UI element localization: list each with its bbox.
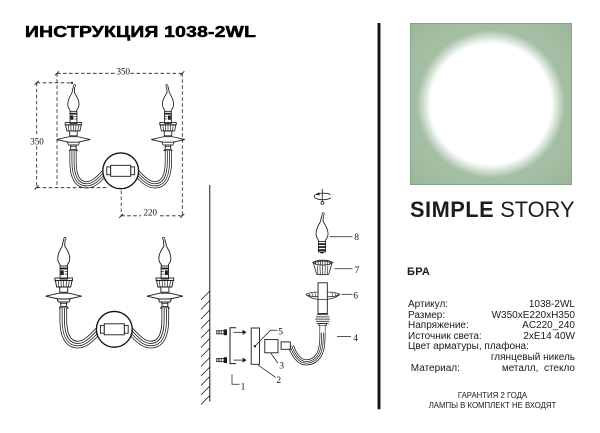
svg-text:6: 6 (353, 292, 358, 302)
svg-text:350: 350 (30, 136, 44, 146)
svg-text:3: 3 (279, 361, 284, 371)
svg-text:1: 1 (241, 383, 246, 393)
svg-text:220: 220 (144, 207, 158, 217)
svg-text:2: 2 (276, 376, 281, 386)
svg-text:5: 5 (278, 327, 283, 337)
svg-text:7: 7 (355, 266, 360, 276)
svg-text:350: 350 (117, 67, 131, 77)
svg-text:8: 8 (354, 233, 359, 243)
svg-text:4: 4 (353, 334, 358, 344)
